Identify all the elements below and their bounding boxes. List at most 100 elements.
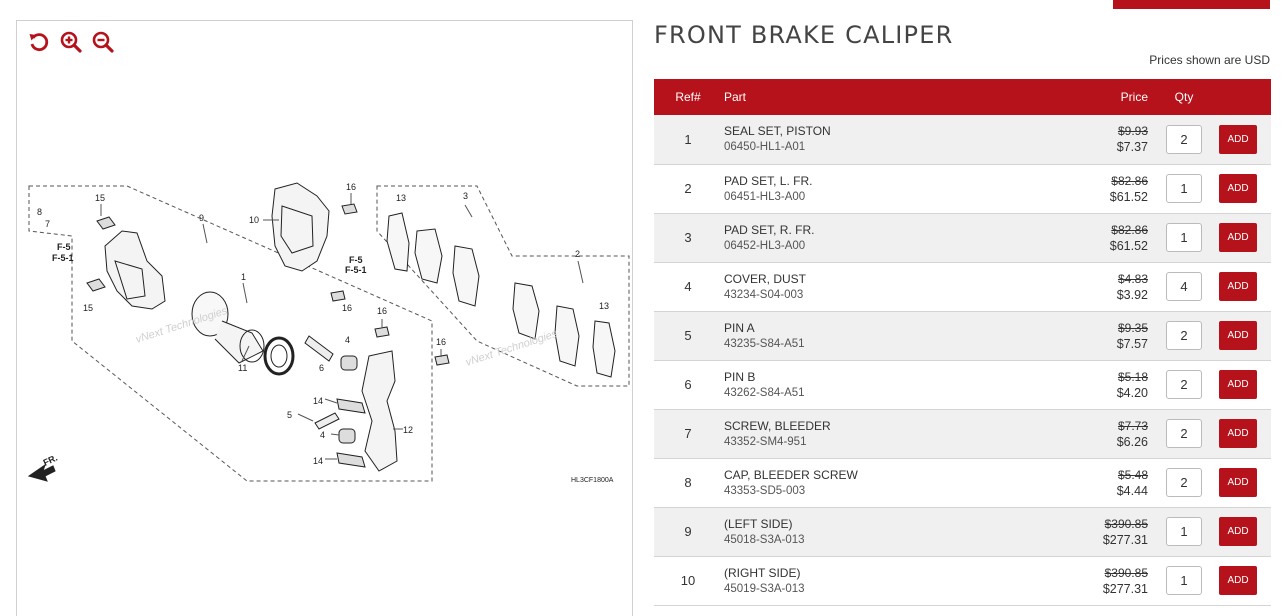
callout-8[interactable]: 8 — [37, 207, 42, 217]
callout-f5-right[interactable]: F-5 — [349, 255, 363, 265]
header-qty: Qty — [1174, 90, 1194, 104]
original-price: $390.85 — [1104, 516, 1148, 531]
add-to-cart-button[interactable]: ADD — [1219, 566, 1257, 595]
add-to-cart-button[interactable]: ADD — [1219, 174, 1257, 203]
callout-4b[interactable]: 4 — [320, 430, 325, 440]
add-to-cart-button[interactable]: ADD — [1219, 370, 1257, 399]
sale-price: $3.92 — [1116, 287, 1148, 302]
row-ref: 4 — [684, 279, 692, 294]
row-qty — [1154, 556, 1214, 605]
add-to-cart-button[interactable]: ADD — [1219, 321, 1257, 350]
row-ref: 2 — [684, 181, 692, 196]
part-name: (RIGHT SIDE) — [724, 565, 801, 580]
quantity-input[interactable] — [1166, 124, 1202, 154]
zoom-out-button[interactable] — [91, 30, 115, 54]
add-to-cart-button[interactable]: ADD — [1219, 223, 1257, 252]
row-ref: 6 — [684, 377, 692, 392]
row-part: CAP, BLEEDER SCREW 43353-SD5-003 — [722, 458, 1074, 507]
add-to-cart-button[interactable]: ADD — [1219, 272, 1257, 301]
quantity-input[interactable] — [1166, 566, 1202, 595]
quantity-input[interactable] — [1166, 174, 1202, 203]
callout-13a[interactable]: 13 — [396, 193, 406, 203]
callout-15a[interactable]: 15 — [95, 193, 105, 203]
callout-16b[interactable]: 16 — [342, 303, 352, 313]
callout-13b[interactable]: 13 — [599, 301, 609, 311]
sale-price: $277.31 — [1102, 532, 1148, 547]
quantity-input[interactable] — [1166, 517, 1202, 546]
sale-price: $61.52 — [1109, 238, 1148, 253]
part-number: 06452-HL3-A00 — [724, 239, 806, 252]
callout-14b[interactable]: 14 — [313, 456, 323, 466]
row-qty — [1154, 262, 1214, 311]
callout-1[interactable]: 1 — [241, 272, 246, 282]
sale-price: $61.52 — [1109, 189, 1148, 204]
watermark-text-2: vNext Technologies — [464, 328, 559, 369]
sale-price: $7.57 — [1116, 336, 1148, 351]
add-to-cart-button[interactable]: ADD — [1219, 124, 1257, 154]
original-price: $9.35 — [1117, 320, 1148, 335]
callout-5[interactable]: 5 — [287, 410, 292, 420]
part-number: 06451-HL3-A00 — [724, 190, 806, 203]
part-number: 43353-SD5-003 — [724, 484, 806, 497]
callout-12[interactable]: 12 — [403, 425, 413, 435]
quantity-input[interactable] — [1166, 419, 1202, 448]
callout-14a[interactable]: 14 — [313, 396, 323, 406]
row-action: ADD — [1214, 164, 1271, 213]
callout-11[interactable]: 11 — [238, 363, 247, 373]
original-price: $390.85 — [1104, 565, 1148, 580]
quantity-input[interactable] — [1166, 272, 1202, 301]
quantity-input[interactable] — [1166, 370, 1202, 399]
callout-3[interactable]: 3 — [463, 191, 468, 201]
callout-16d[interactable]: 16 — [436, 337, 446, 347]
callout-f51-right[interactable]: F-5-1 — [345, 265, 367, 275]
row-price: $4.83$3.92 — [1074, 262, 1154, 311]
row-action: ADD — [1214, 115, 1271, 164]
table-header-row: Ref# Part Price Qty — [654, 79, 1271, 115]
callout-15b[interactable]: 15 — [83, 303, 93, 313]
row-action: ADD — [1214, 556, 1271, 605]
row-ref: 7 — [684, 426, 692, 441]
part-name: PIN B — [724, 369, 756, 384]
callout-f51-left[interactable]: F-5-1 — [52, 253, 74, 263]
part-name: PAD SET, R. FR. — [724, 222, 815, 237]
original-price: $9.93 — [1117, 124, 1148, 139]
part-name: PAD SET, L. FR. — [724, 173, 813, 188]
callout-f5-left[interactable]: F-5 — [57, 242, 71, 252]
row-action: ADD — [1214, 262, 1271, 311]
part-name: CAP, BLEEDER SCREW — [724, 467, 858, 482]
callout-16c[interactable]: 16 — [377, 306, 387, 316]
row-action: ADD — [1214, 360, 1271, 409]
zoom-in-button[interactable] — [59, 30, 83, 54]
callout-6[interactable]: 6 — [319, 363, 324, 373]
part-number: 45019-S3A-013 — [724, 582, 805, 595]
row-ref: 5 — [684, 328, 692, 343]
diagram-panel[interactable]: vNext Technologies vNext Technologies 15… — [16, 20, 633, 616]
add-to-cart-button[interactable]: ADD — [1219, 517, 1257, 546]
quantity-input[interactable] — [1166, 468, 1202, 497]
callout-4a[interactable]: 4 — [345, 335, 350, 345]
row-qty — [1154, 360, 1214, 409]
top-accent-bar — [1113, 0, 1270, 9]
parts-diagram[interactable]: vNext Technologies vNext Technologies 15… — [17, 21, 633, 616]
part-number: 43352-SM4-951 — [724, 435, 807, 448]
part-name: SCREW, BLEEDER — [724, 418, 831, 433]
sale-price: $6.26 — [1116, 434, 1148, 449]
callout-2[interactable]: 2 — [575, 249, 580, 259]
sale-price: $4.44 — [1116, 483, 1148, 498]
row-action: ADD — [1214, 458, 1271, 507]
quantity-input[interactable] — [1166, 223, 1202, 252]
callout-10[interactable]: 10 — [249, 215, 259, 225]
rotate-button[interactable] — [27, 30, 51, 54]
add-to-cart-button[interactable]: ADD — [1219, 419, 1257, 448]
callout-16a[interactable]: 16 — [346, 182, 356, 192]
part-number: 06450-HL1-A01 — [724, 141, 806, 154]
add-to-cart-button[interactable]: ADD — [1219, 468, 1257, 497]
callout-7[interactable]: 7 — [45, 219, 50, 229]
callout-9[interactable]: 9 — [199, 213, 204, 223]
quantity-input[interactable] — [1166, 321, 1202, 350]
